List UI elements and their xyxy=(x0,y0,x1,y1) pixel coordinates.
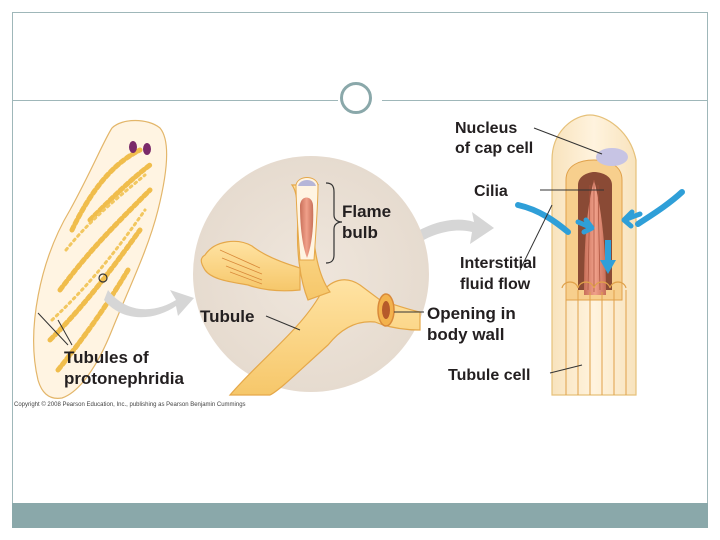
figure-labels: Nucleus of cap cell Cilia Flame bulb Int… xyxy=(64,120,536,388)
label-opening-2: body wall xyxy=(427,325,504,344)
label-nucleus-2: of cap cell xyxy=(455,140,533,157)
label-flame-2: bulb xyxy=(342,223,378,242)
title-divider-right xyxy=(382,100,708,101)
label-flame-1: Flame xyxy=(342,202,391,221)
flame-bulb-bracket xyxy=(325,182,343,264)
label-opening-1: Opening in xyxy=(427,304,516,323)
leader-lines xyxy=(265,127,604,374)
eyespot-right xyxy=(143,143,151,155)
title-ring-ornament xyxy=(340,82,372,114)
flatworm-illustration xyxy=(33,119,168,399)
footer-bar xyxy=(12,503,708,528)
zoom-arrow-2 xyxy=(410,212,494,246)
eyespot-left xyxy=(129,141,137,153)
title-divider-left xyxy=(12,100,338,101)
tubule-closeup xyxy=(193,156,429,396)
label-tubules-of-2: protonephridia xyxy=(64,369,184,388)
zoom-marker xyxy=(98,273,108,283)
label-nucleus-1: Nucleus xyxy=(455,120,517,137)
label-interstitial-1: Interstitial xyxy=(460,255,536,272)
copyright-notice: Copyright © 2008 Pearson Education, Inc.… xyxy=(14,402,246,408)
flame-cell-detail xyxy=(551,114,637,396)
label-tubules-of-1: Tubules of xyxy=(64,348,149,367)
label-tubule: Tubule xyxy=(200,307,254,326)
label-interstitial-2: fluid flow xyxy=(460,276,531,293)
label-cilia: Cilia xyxy=(474,183,508,200)
zoom-arrow-1 xyxy=(104,290,194,318)
label-tubule-cell: Tubule cell xyxy=(448,367,530,384)
